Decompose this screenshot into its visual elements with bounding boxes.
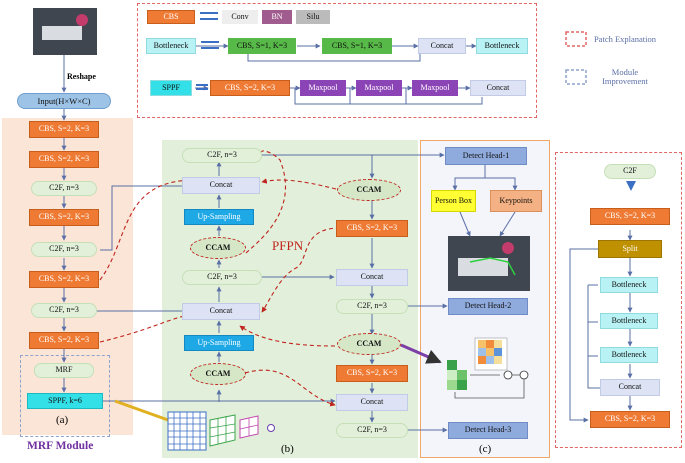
backbone-sppf: SPPF, k=6 xyxy=(27,393,103,409)
neck-c2f-right-2: C2F, n=3 xyxy=(336,423,408,438)
legend-concat: Concat xyxy=(470,80,526,96)
neck-c2f-top: C2F, n=3 xyxy=(182,148,262,163)
detail-split: Split xyxy=(598,240,662,258)
backbone-mrf: MRF xyxy=(34,363,94,378)
pencil-arrow xyxy=(114,399,169,422)
neck-concat-1: Concat xyxy=(182,177,260,194)
legend-cbs-s1: CBS, S=1, K=3 xyxy=(322,38,392,54)
input-node: Input(H×W×C) xyxy=(17,93,111,109)
neck-ccam-2: CCAM xyxy=(190,363,246,385)
legend-sppf: SPPF xyxy=(150,80,192,96)
legend-maxpool: Maxpool xyxy=(300,80,346,96)
backbone-c2f-1: C2F, n=3 xyxy=(31,181,97,196)
legend-concat: Concat xyxy=(418,38,466,54)
receptive-field-grid-icon xyxy=(167,411,275,451)
detect-head-2: Detect Head-2 xyxy=(448,298,528,315)
neck-c2f-right-1: C2F, n=3 xyxy=(336,299,408,314)
detail-bottleneck-3: Bottleneck xyxy=(600,347,658,363)
legend-silu: Silu xyxy=(296,10,330,24)
detect-head-3: Detect Head-3 xyxy=(448,422,528,439)
equals-icon xyxy=(196,84,208,90)
equals-icon xyxy=(201,41,219,49)
legend-bottleneck: Bottleneck xyxy=(146,38,196,54)
keypoints-box: Keypoints xyxy=(490,190,542,212)
detail-bottleneck-2: Bottleneck xyxy=(600,313,658,329)
neck-concat-4: Concat xyxy=(336,394,408,411)
neck-concat-3: Concat xyxy=(336,269,408,286)
legend-cbs-s2: CBS, S=2, K=3 xyxy=(210,80,290,96)
detail-concat: Concat xyxy=(600,379,660,396)
detect-head-1: Detect Head-1 xyxy=(445,147,527,165)
neck-upsampling-1: Up-Sampling xyxy=(184,209,254,225)
legend-cbs-s1: CBS, S=1, K=3 xyxy=(228,38,296,54)
neck-upsampling-2: Up-Sampling xyxy=(184,335,254,351)
legend-bn: BN xyxy=(262,10,292,24)
legend-maxpool: Maxpool xyxy=(412,80,458,96)
legend-cbs: CBS xyxy=(147,10,195,24)
neck-ccam-3: CCAM xyxy=(337,179,401,201)
legend-patch-text: Patch Explanation xyxy=(593,33,657,44)
pfpn-label: PFPN xyxy=(272,238,304,253)
neck-ccam-1: CCAM xyxy=(190,237,246,259)
backbone-c2f-2: C2F, n=3 xyxy=(31,242,97,257)
thick-arrow-down-icon xyxy=(626,181,636,191)
neck-label: (b) xyxy=(281,443,294,455)
detail-bottleneck-1: Bottleneck xyxy=(600,277,658,293)
mrf-module-label: MRF Module xyxy=(27,440,94,452)
neck-cbs-1: CBS, S=2, K=3 xyxy=(336,220,408,237)
reshape-label: Reshape xyxy=(67,72,96,81)
legend-bottleneck-out: Bottleneck xyxy=(476,38,528,54)
ccam-schematic-icon xyxy=(447,337,529,399)
neck-cbs-2: CBS, S=2, K=3 xyxy=(336,365,408,382)
backbone-cbs-2: CBS, S=2, K=3 xyxy=(29,151,99,168)
neck-ccam-4: CCAM xyxy=(337,333,401,355)
backbone-cbs-3: CBS, S=2, K=3 xyxy=(29,209,99,226)
equals-icon xyxy=(200,12,218,20)
detail-c2f: C2F xyxy=(604,164,656,179)
backbone-cbs-1: CBS, S=2, K=3 xyxy=(29,121,99,138)
neck-c2f-mid: C2F, n=3 xyxy=(182,270,262,285)
detail-cbs-2: CBS, S=2, K=3 xyxy=(590,411,670,428)
backbone-c2f-3: C2F, n=3 xyxy=(31,303,97,318)
c2f-detail-frame xyxy=(555,152,682,448)
backbone-label: (a) xyxy=(56,414,69,426)
top-legend-frame xyxy=(137,3,537,118)
backbone-cbs-4: CBS, S=2, K=3 xyxy=(29,271,99,288)
mrf-module-frame xyxy=(20,355,110,437)
legend-module-text: Module Improvement xyxy=(602,67,648,86)
legend-conv: Conv xyxy=(222,10,258,24)
backbone-cbs-5: CBS, S=2, K=3 xyxy=(29,332,99,349)
person-box: Person Box xyxy=(431,190,476,212)
neck-concat-2: Concat xyxy=(182,303,260,320)
legend-maxpool: Maxpool xyxy=(356,80,402,96)
detail-cbs-1: CBS, S=2, K=3 xyxy=(590,208,670,225)
heads-label: (c) xyxy=(479,443,492,455)
